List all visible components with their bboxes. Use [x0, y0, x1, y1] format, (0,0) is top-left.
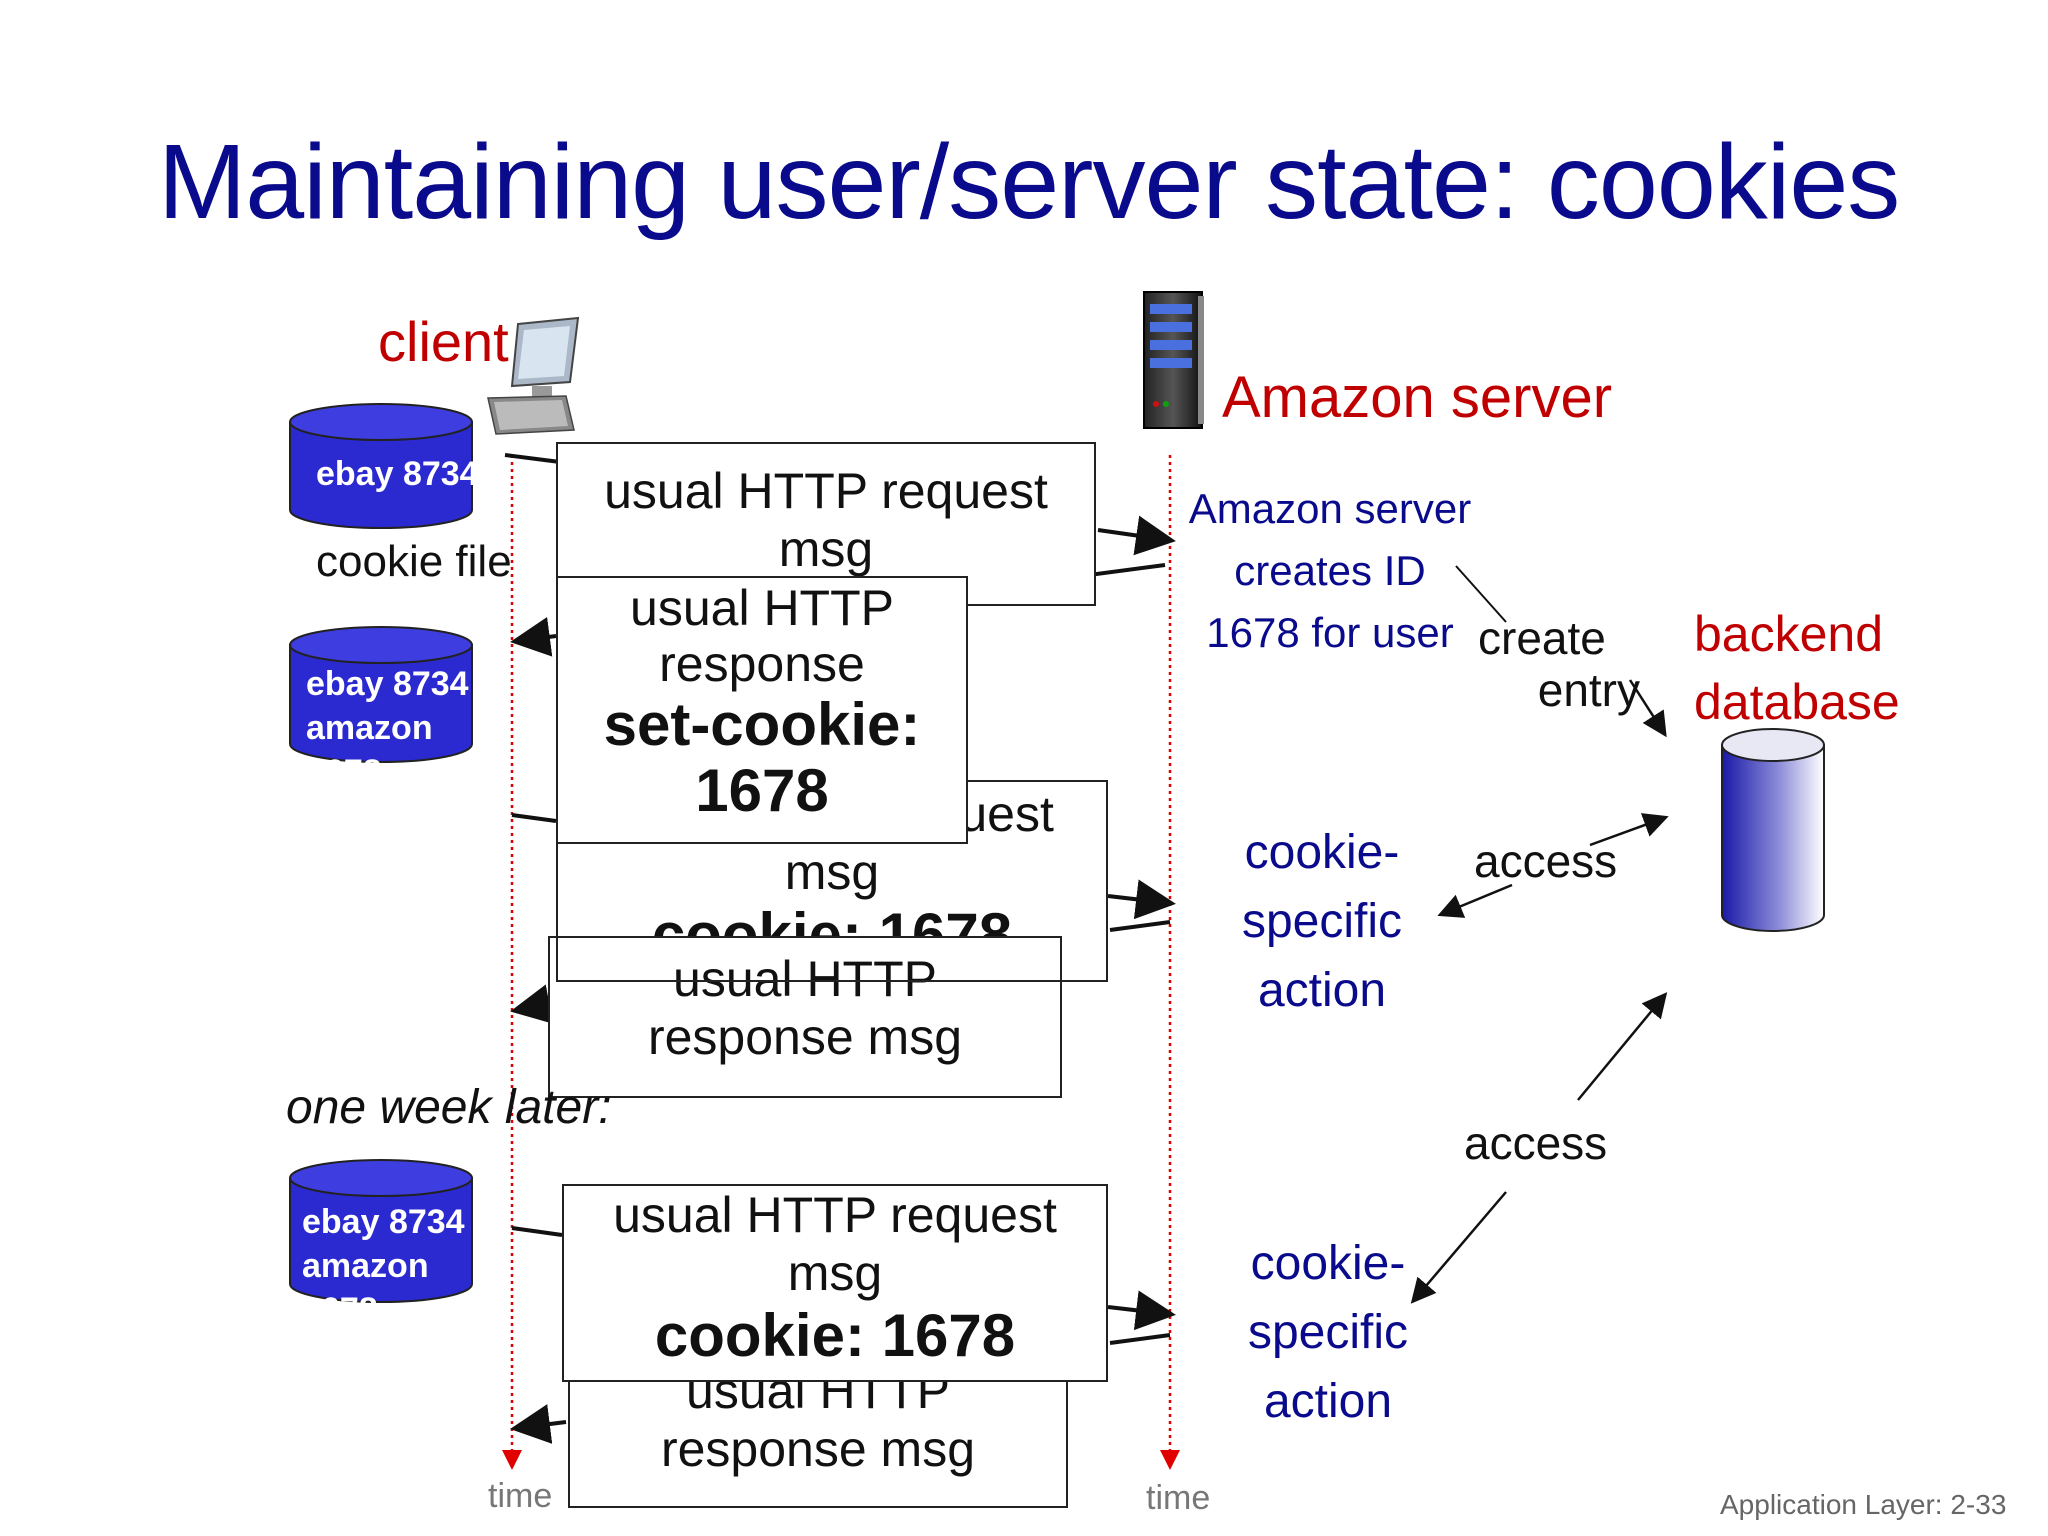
arrow-access-2-db	[1577, 992, 1668, 1101]
cookie-file-2-contents: ebay 8734 amazon 1678	[306, 662, 476, 767]
cookie-entry: ebay 8734	[302, 1203, 465, 1241]
computer-icon	[487, 316, 580, 435]
server-label: Amazon server	[1222, 365, 1613, 430]
cookie-file-3-contents: ebay 8734 amazon 1678	[302, 1200, 474, 1308]
message-line: usual HTTP	[673, 951, 937, 1007]
message-line: msg	[778, 521, 874, 577]
message-line: usual HTTP request	[613, 1187, 1057, 1243]
label-line: cookie-	[1244, 826, 1400, 879]
label-line: action	[1263, 1375, 1393, 1428]
arrow-access-2-action	[1410, 1191, 1507, 1304]
slide-title: Maintaining user/server state: cookies	[158, 123, 1900, 241]
message-line: msg	[784, 844, 880, 900]
cookie-file-label: cookie file	[316, 537, 512, 586]
request-message-3: usual HTTP request msg cookie: 1678	[562, 1184, 1108, 1382]
slide-footer: Application Layer: 2-33	[1720, 1489, 2007, 1520]
arrow-req3-end	[1107, 1290, 1176, 1331]
client-time-label: time	[488, 1477, 553, 1515]
label-line: database	[1694, 674, 1900, 730]
arrow-create-entry	[1628, 679, 1667, 738]
cookie-specific-action-1: cookie- specific action	[1222, 818, 1422, 1025]
one-week-later-label: one week later:	[286, 1081, 612, 1134]
message-line: response	[659, 636, 865, 692]
note-line: creates ID	[1234, 547, 1426, 594]
arrow-resp3-end	[510, 1404, 567, 1444]
create-entry-label: create entry	[1470, 612, 1640, 716]
cookie-file-cylinder-3	[289, 1159, 473, 1303]
server-time-label: time	[1146, 1479, 1211, 1517]
backend-database-icon	[1721, 728, 1825, 932]
arrow-req3-start	[511, 1226, 563, 1237]
arrow-resp3-start	[1109, 1333, 1171, 1345]
arrow-req2-end	[1107, 879, 1176, 920]
creates-id-note: Amazon server creates ID 1678 for user	[1180, 478, 1480, 664]
response-message-2: usual HTTP response msg	[548, 936, 1062, 1098]
arrow-req1-start	[504, 453, 561, 464]
label-line: specific	[1241, 895, 1403, 948]
response-message-1: usual HTTP response set-cookie: 1678	[556, 576, 968, 844]
arrow-access-1-db	[1589, 813, 1669, 847]
backend-database-label: backend database	[1694, 600, 1900, 736]
message-cookie-line: cookie: 1678	[654, 1302, 1016, 1369]
cookie-entry: amazon	[302, 1247, 429, 1285]
message-set-cookie-value: 1678	[695, 757, 829, 824]
creates-id-pointer	[1455, 565, 1507, 623]
arrow-resp1-end	[510, 616, 557, 657]
access-label-2: access	[1464, 1117, 1608, 1169]
access-label-1: access	[1474, 835, 1618, 887]
message-line: usual HTTP	[630, 580, 894, 636]
label-line: backend	[1694, 606, 1884, 662]
message-line: response msg	[660, 1421, 976, 1477]
message-line: response msg	[647, 1009, 963, 1065]
cookie-file-1-contents: ebay 8734	[316, 452, 476, 498]
cookie-entry: 1678	[306, 750, 476, 767]
message-line: usual HTTP request	[604, 463, 1048, 519]
arrow-req2-start	[511, 813, 557, 823]
label-line: action	[1257, 964, 1387, 1017]
server-icon	[1143, 291, 1204, 429]
cookie-file-cylinder-2	[289, 626, 473, 763]
arrow-resp2-start	[1109, 920, 1171, 932]
cookie-entry: ebay 8734	[306, 665, 469, 703]
cookie-specific-action-2: cookie- specific action	[1228, 1229, 1428, 1436]
label-line: cookie-	[1250, 1237, 1406, 1290]
arrow-req1-end	[1097, 515, 1176, 556]
label-line: specific	[1247, 1306, 1409, 1359]
label-line: entry	[1537, 664, 1640, 716]
label-line: create	[1478, 612, 1606, 664]
note-line: Amazon server	[1188, 485, 1472, 532]
arrow-resp2-end	[510, 984, 554, 1024]
cookie-entry: ebay 8734	[316, 455, 476, 493]
cookie-entry: 1678	[302, 1288, 474, 1308]
cookie-file-cylinder-1	[289, 403, 473, 529]
message-set-cookie-line: set-cookie:	[603, 691, 921, 758]
message-line: msg	[787, 1245, 883, 1301]
note-line: 1678 for user	[1206, 609, 1454, 656]
cookie-entry: amazon	[306, 709, 433, 747]
arrow-access-1-action	[1437, 883, 1513, 918]
